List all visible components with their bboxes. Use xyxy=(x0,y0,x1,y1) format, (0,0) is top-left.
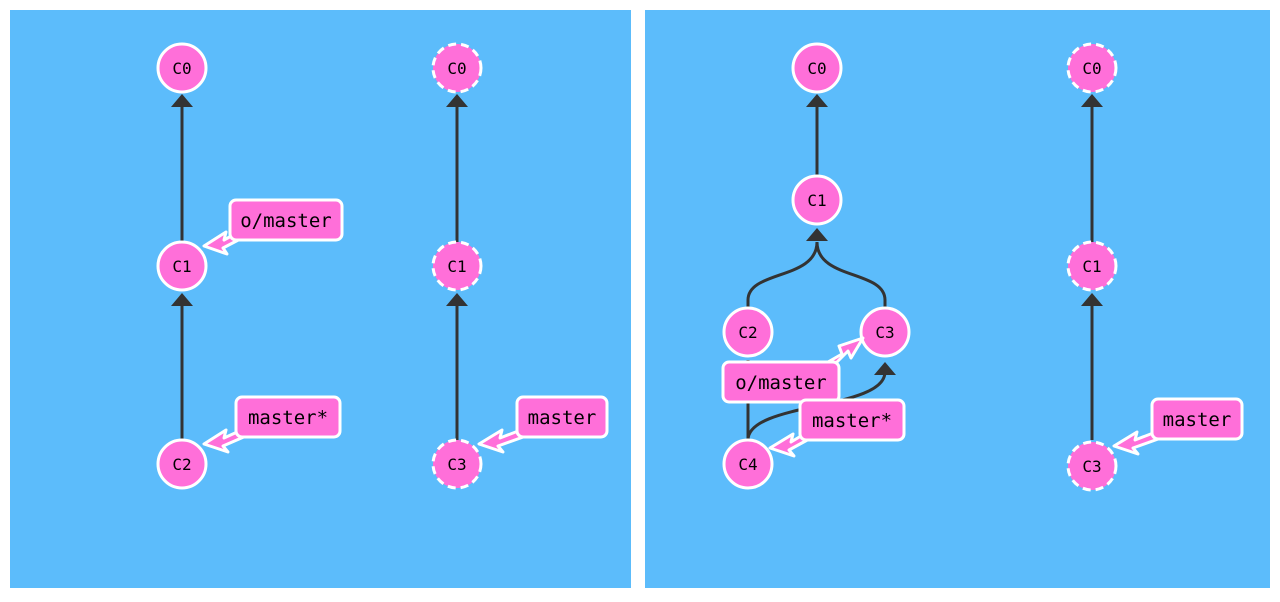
svg-text:C1: C1 xyxy=(807,191,826,210)
svg-text:C2: C2 xyxy=(172,455,191,474)
svg-text:C2: C2 xyxy=(738,323,757,342)
remote-branch-arrow-master: master xyxy=(1112,397,1244,456)
remote-commit-node-c1: C1 xyxy=(1066,240,1118,292)
svg-text:C0: C0 xyxy=(807,59,826,78)
commit-node-c0: C0 xyxy=(156,42,208,94)
right-git-diagram: C0 C1 C2 C3 C4 o/master master* xyxy=(721,42,1244,492)
branch-arrow-origin-master: o/master xyxy=(721,336,865,404)
remote-commit-node-c3: C3 xyxy=(1066,440,1118,492)
arrowhead-c0 xyxy=(806,94,828,107)
remote-arrowhead-c0 xyxy=(1081,94,1103,107)
commit-node-c1: C1 xyxy=(156,240,208,292)
commit-node-c1: C1 xyxy=(791,174,843,226)
commit-node-c3: C3 xyxy=(859,306,911,358)
arrowhead-c0 xyxy=(171,94,193,107)
commit-node-c4: C4 xyxy=(722,438,774,490)
svg-text:C3: C3 xyxy=(447,455,466,474)
commit-node-c0: C0 xyxy=(791,42,843,94)
svg-text:C3: C3 xyxy=(1082,457,1101,476)
arrowhead-c1 xyxy=(171,293,193,306)
edge-c3-c1 xyxy=(815,241,887,308)
svg-text:C0: C0 xyxy=(1082,59,1101,78)
svg-text:o/master: o/master xyxy=(735,372,827,394)
svg-text:master*: master* xyxy=(812,410,892,432)
branch-arrow-master: master* xyxy=(768,398,906,458)
svg-text:C4: C4 xyxy=(738,455,757,474)
remote-branch-arrow-master: master xyxy=(477,395,609,454)
remote-commit-node-c1: C1 xyxy=(431,240,483,292)
commit-node-c2: C2 xyxy=(722,306,774,358)
commit-node-c2: C2 xyxy=(156,438,208,490)
arrowhead-c3 xyxy=(874,362,896,375)
svg-text:C1: C1 xyxy=(447,257,466,276)
arrowhead-c1 xyxy=(806,228,828,241)
right-panel: C0 C1 C2 C3 C4 o/master master* xyxy=(645,10,1270,588)
remote-commit-node-c0: C0 xyxy=(1066,42,1118,94)
svg-text:master: master xyxy=(1163,409,1232,431)
remote-arrowhead-c1 xyxy=(1081,293,1103,306)
remote-commit-node-c3: C3 xyxy=(431,438,483,490)
branch-arrow-master: master* xyxy=(202,395,342,454)
remote-arrowhead-c0 xyxy=(446,94,468,107)
svg-text:master: master xyxy=(528,407,597,429)
svg-text:C0: C0 xyxy=(172,59,191,78)
remote-commit-node-c0: C0 xyxy=(431,42,483,94)
svg-text:master*: master* xyxy=(248,407,328,429)
svg-text:C3: C3 xyxy=(875,323,894,342)
svg-text:C1: C1 xyxy=(1082,257,1101,276)
svg-text:C0: C0 xyxy=(447,59,466,78)
svg-text:C1: C1 xyxy=(172,257,191,276)
svg-text:o/master: o/master xyxy=(240,210,332,232)
remote-arrowhead-c1 xyxy=(446,293,468,306)
branch-arrow-origin-master: o/master xyxy=(202,198,344,256)
left-git-diagram: C0 C1 C2 o/master master* C0 xyxy=(156,42,609,490)
edge-c2-c1 xyxy=(746,241,819,308)
left-panel: C0 C1 C2 o/master master* C0 xyxy=(10,10,631,588)
